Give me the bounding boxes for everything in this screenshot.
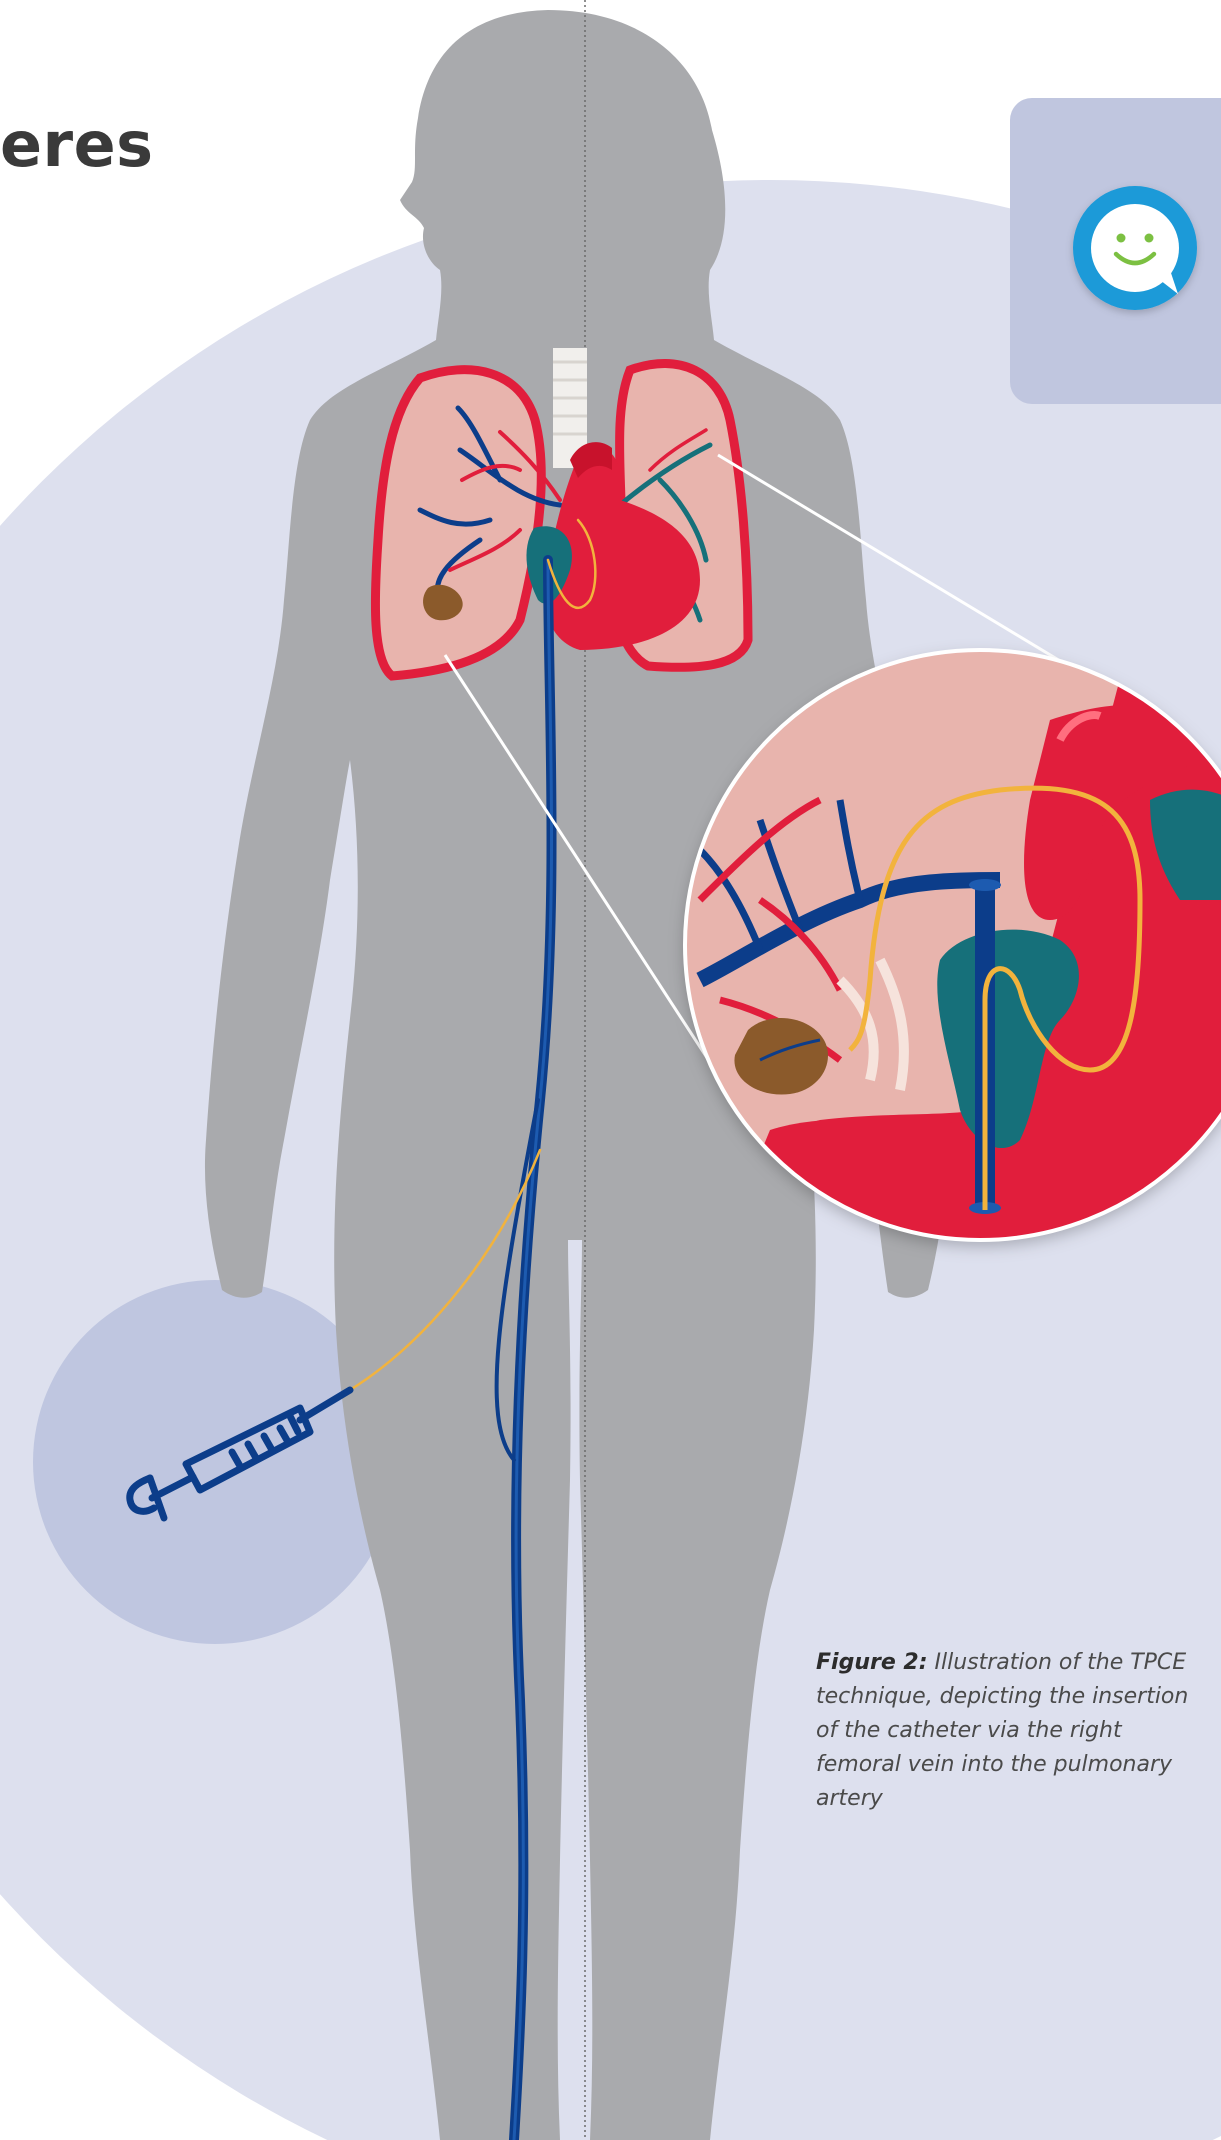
page-heading-fragment: eres [0, 108, 154, 181]
figure-caption-label: Figure 2: [816, 1650, 928, 1675]
figure-caption: Figure 2: Illustration of the TPCE techn… [816, 1646, 1196, 1816]
smiley-chat-bubble-icon[interactable] [1073, 186, 1197, 310]
